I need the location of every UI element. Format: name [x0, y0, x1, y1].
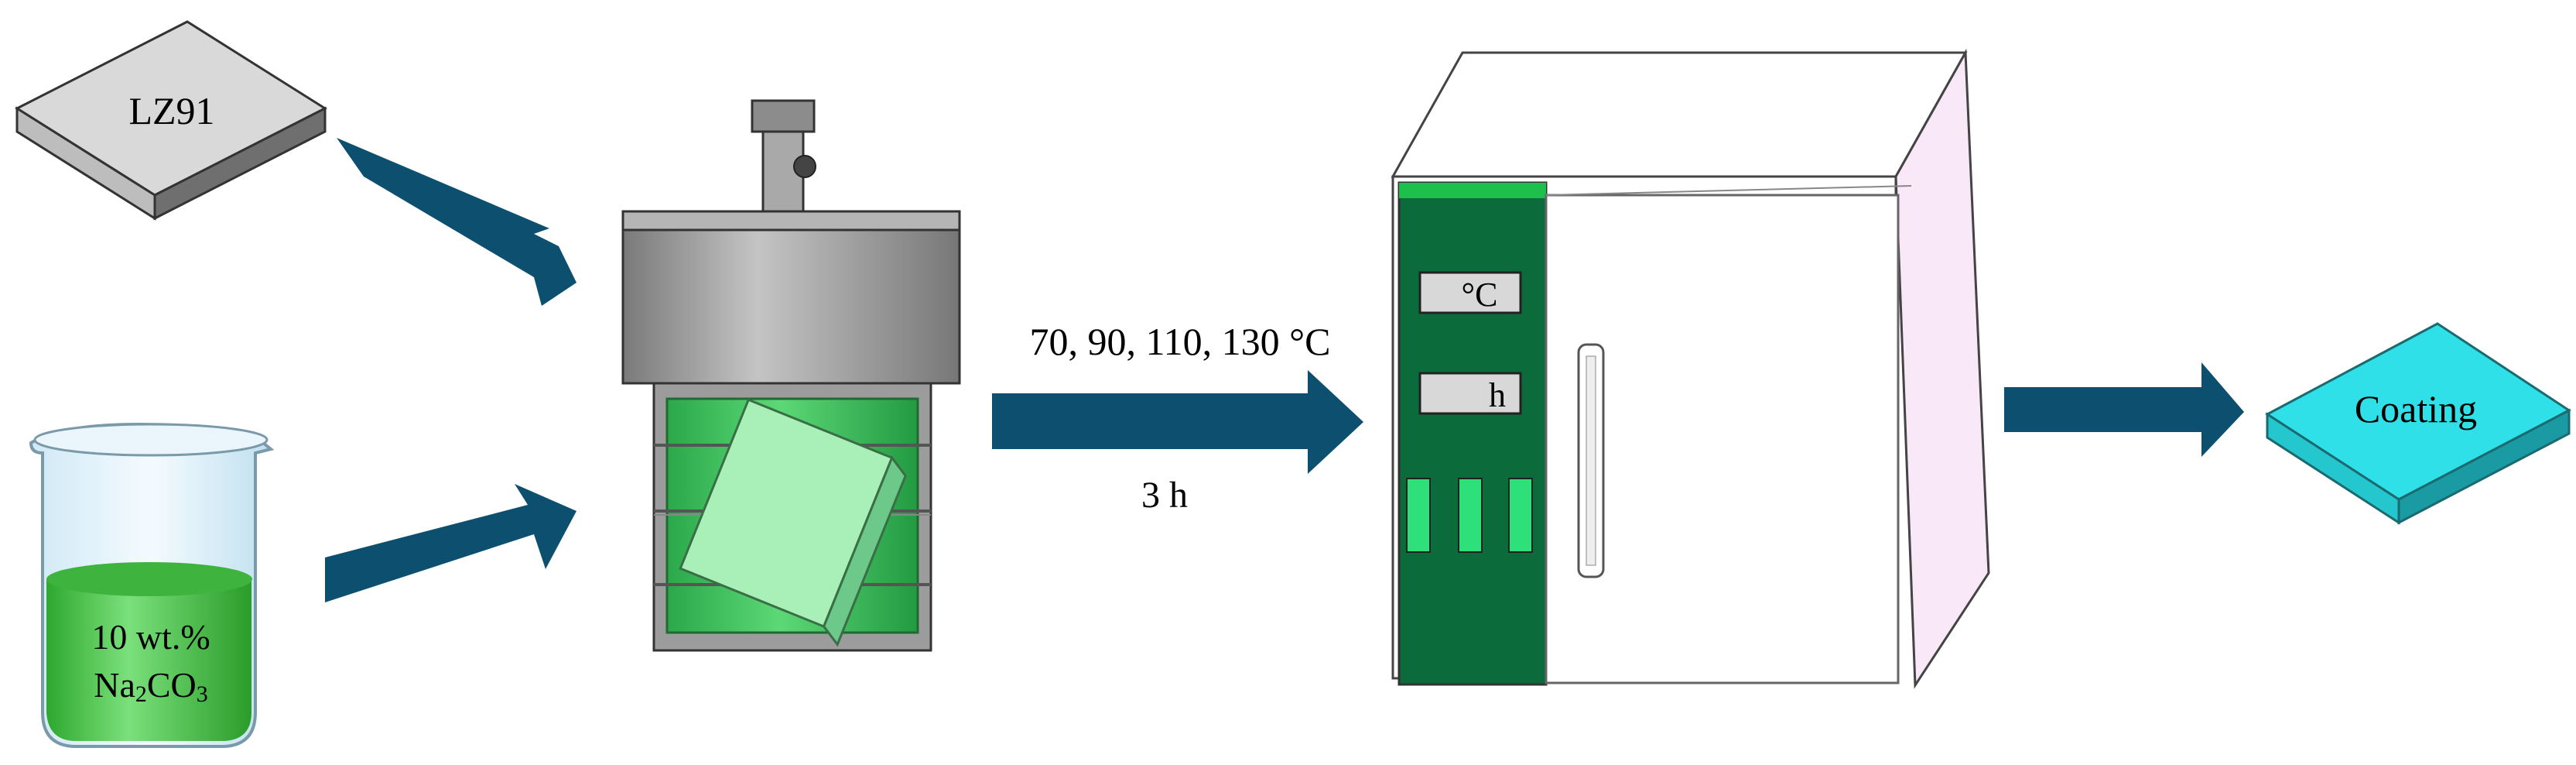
duration-condition: 3 h — [1141, 475, 1188, 516]
time-unit: h — [1489, 376, 1506, 414]
formula-na: Na — [94, 665, 135, 705]
arrow-to-coating — [2004, 362, 2244, 457]
beaker: 10 wt.% Na2CO3 — [29, 422, 275, 748]
oven-button-3 — [1508, 478, 1533, 553]
formula-co: CO — [147, 665, 197, 705]
oven: °C h — [1391, 48, 1990, 689]
solution-concentration: 10 wt.% — [91, 617, 210, 657]
temperature-unit: °C — [1462, 276, 1498, 314]
solution-formula: Na2CO3 — [94, 665, 208, 707]
oven-control-panel — [1397, 181, 1548, 686]
formula-sub-3: 3 — [197, 681, 208, 707]
arrow-solution-to-autoclave — [325, 484, 576, 602]
formula-sub-2: 2 — [135, 681, 147, 707]
lz91-label: LZ91 — [128, 89, 214, 132]
oven-door — [1545, 194, 1900, 684]
oven-button-2 — [1458, 478, 1483, 553]
temperature-display — [1418, 271, 1522, 314]
coating-label: Coating — [2355, 387, 2477, 431]
oven-button-1 — [1406, 478, 1431, 553]
time-display — [1418, 372, 1522, 415]
arrow-to-oven — [992, 370, 1363, 474]
temperature-conditions: 70, 90, 110, 130 °C — [1030, 320, 1331, 363]
lz91-plate: LZ91 — [14, 20, 328, 221]
solution-liquid — [46, 568, 251, 741]
sample-plate — [679, 398, 907, 647]
autoclave — [621, 99, 961, 652]
arrow-plate-to-autoclave — [337, 138, 576, 306]
coating-plate: Coating — [2265, 322, 2571, 525]
